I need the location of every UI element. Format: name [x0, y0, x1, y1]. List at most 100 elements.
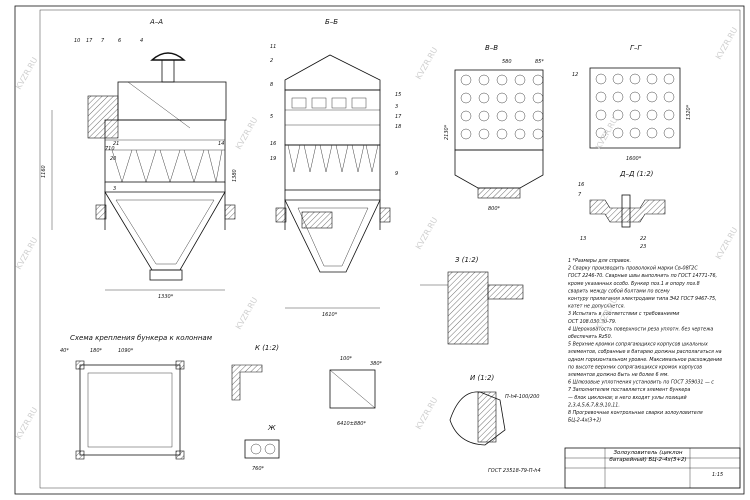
note-line: кроме указанных особо. Бункер поз.1 и оп… — [568, 281, 700, 287]
hole-mark — [532, 128, 544, 140]
dim-1090: 1090* — [118, 348, 134, 354]
hole-mark — [496, 74, 508, 86]
dim-6410: 6410±880* — [337, 421, 366, 427]
note-line: 7 Заполнителем поставляется элемент бунк… — [568, 387, 690, 393]
hole-mark — [612, 73, 624, 85]
weld-note: П-h4-100/200 — [505, 394, 540, 400]
detail-dd: Д–Д (1:2) 16 7 13 22 23 — [578, 170, 666, 250]
watermark-text: KVZR.RU — [414, 216, 440, 251]
note-line: 2,3,4,5,6,7,8,9,10,11. — [568, 402, 620, 408]
hole-mark — [595, 109, 607, 121]
note-line: ОСТ 108.030.30-79. — [568, 319, 616, 325]
note-line: 1 *Размеры для справок. — [568, 258, 631, 264]
svg-text:13: 13 — [580, 236, 586, 242]
hole-mark — [496, 92, 508, 104]
frame-border — [14, 5, 745, 495]
title-block-name: Золоуловитель (циклон батарейный) БЦ-2-4… — [609, 450, 687, 463]
dim-1330: 1330* — [158, 294, 174, 300]
hole-mark — [629, 73, 641, 85]
hole-mark — [460, 128, 472, 140]
hole-mark — [478, 74, 490, 86]
svg-text:12: 12 — [572, 72, 578, 78]
dim-40: 40* — [60, 348, 69, 354]
title-block: Золоуловитель (циклон батарейный) БЦ-2-4… — [564, 447, 741, 489]
technical-notes: 1 *Размеры для справок. 2 Сварку производ… — [568, 258, 722, 424]
hole-mark — [612, 91, 624, 103]
view-gg-title: Г–Г — [630, 44, 642, 52]
detail-dd-title: Д–Д (1:2) — [619, 170, 654, 178]
hole-mark — [496, 110, 508, 122]
note-line: по высоте верхних сопрягающихся кромок к… — [568, 365, 702, 370]
detail-k: К (1:2) — [231, 344, 279, 401]
dim-380: 380* — [370, 361, 383, 367]
dd-section — [589, 199, 666, 223]
hole-mark — [460, 74, 472, 86]
aa-inlet — [87, 95, 119, 139]
dim-1610: 1610* — [322, 312, 338, 318]
hole-mark — [460, 110, 472, 122]
view-aa-title: А–А — [149, 18, 163, 26]
hole-mark — [514, 92, 526, 104]
svg-text:7: 7 — [101, 38, 105, 44]
watermark-text: KVZR.RU — [14, 406, 40, 441]
note-line: катет не допускается. — [568, 305, 625, 310]
svg-text:23: 23 — [640, 244, 646, 250]
note-line: 3 Испытать в соответствии с требованиями — [568, 311, 679, 317]
hole-mark — [612, 127, 624, 139]
mounting-scheme: Схема крепления бункера к колоннам 1090*… — [60, 334, 213, 460]
svg-text:6: 6 — [118, 38, 121, 44]
schema-title: Схема крепления бункера к колоннам — [70, 334, 213, 342]
svg-text:11: 11 — [270, 44, 276, 50]
gg-plate — [589, 67, 681, 149]
view-aa: А–А 1160 710 1330* — [41, 18, 238, 300]
dim-580: 580 — [502, 59, 512, 65]
svg-text:5: 5 — [270, 114, 273, 120]
watermark-text: KVZR.RU — [14, 56, 40, 91]
aa-hopper — [104, 191, 226, 271]
view-bb-title: Б–Б — [325, 18, 338, 26]
note-line: обеспечить Rz50. — [568, 334, 612, 340]
hole-mark — [478, 110, 490, 122]
svg-text:16: 16 — [270, 141, 276, 147]
note-line: контуру прилегания электродами типа Э42 … — [568, 296, 717, 302]
hole-mark — [612, 109, 624, 121]
hole-mark — [629, 127, 641, 139]
hole-mark — [663, 73, 675, 85]
watermark-text: KVZR.RU — [714, 226, 740, 261]
hole-mark — [595, 73, 607, 85]
inner-frame — [39, 9, 741, 489]
note-line: 5 Верхние кромки сопрягающихся корпусов … — [568, 342, 708, 348]
hole-mark — [646, 127, 658, 139]
detail-i: И (1:2) П-h4-100/200 ГОСТ 23518-79-П-h4 — [449, 374, 541, 474]
aa-cyclone-block — [104, 119, 226, 183]
note-line: одном горизонтальном уровне. Максимально… — [568, 357, 722, 363]
dim-800: 800* — [488, 206, 501, 212]
hole-mark — [646, 109, 658, 121]
hole-mark — [478, 92, 490, 104]
dim-85: 85* — [535, 59, 544, 65]
hole-mark — [514, 128, 526, 140]
hole-mark — [663, 91, 675, 103]
hole-mark — [646, 91, 658, 103]
scheme-frame — [79, 364, 181, 456]
watermark-text: KVZR.RU — [14, 236, 40, 271]
svg-text:20: 20 — [110, 156, 116, 162]
hole-mark — [595, 127, 607, 139]
hole-mark — [532, 92, 544, 104]
note-line: 4 Шероховатость поверхности реза уплотн.… — [568, 326, 713, 332]
note-line: 2 Сварку производить проволокой марки Св… — [568, 266, 698, 272]
hole-mark — [646, 73, 658, 85]
note-line: элементов, собранные в батарею должны ра… — [568, 349, 722, 355]
svg-text:9: 9 — [395, 171, 398, 177]
hole-mark — [532, 110, 544, 122]
section-box — [329, 369, 376, 409]
watermark-text: KVZR.RU — [714, 26, 740, 61]
svg-text:17: 17 — [86, 38, 93, 44]
svg-text:15: 15 — [395, 92, 401, 98]
watermark-text: KVZR.RU — [234, 296, 260, 331]
hole-mark — [478, 128, 490, 140]
hole-mark — [595, 91, 607, 103]
std-note: ГОСТ 23518-79-П-h4 — [488, 468, 541, 474]
detail-k-title: К (1:2) — [255, 344, 279, 352]
